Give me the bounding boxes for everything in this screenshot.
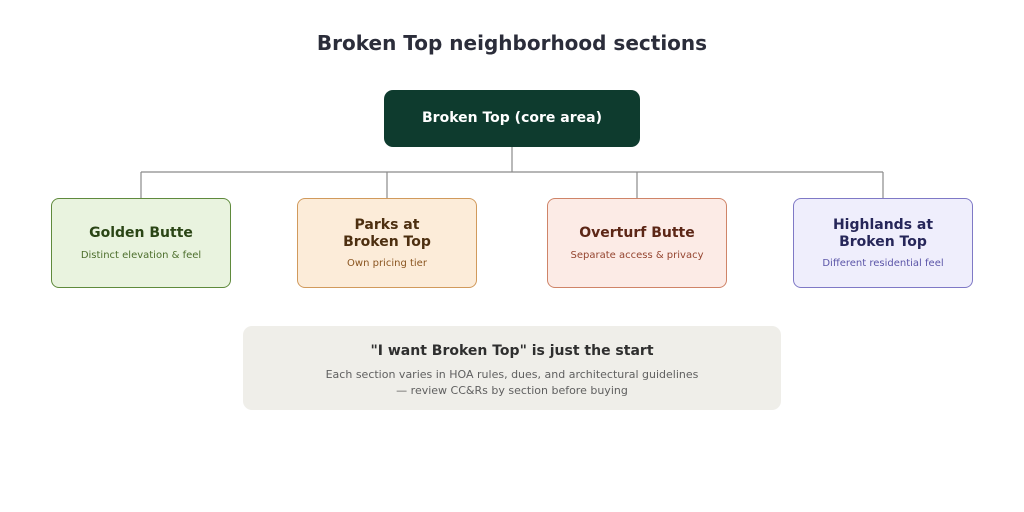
callout-body: Each section varies in HOA rules, dues, …: [243, 367, 781, 399]
section-title: Highlands at Broken Top: [833, 217, 933, 251]
section-subtitle: Separate access & privacy: [570, 250, 704, 261]
root-node-label: Broken Top (core area): [422, 110, 602, 126]
diagram-title: Broken Top neighborhood sections: [316, 31, 708, 55]
section-title: Parks at Broken Top: [343, 217, 431, 251]
section-title-line: Parks at: [354, 217, 420, 233]
section-subtitle: Own pricing tier: [347, 258, 427, 269]
section-overturf-butte: Overturf Butte Separate access & privacy: [547, 198, 727, 288]
section-subtitle: Distinct elevation & feel: [80, 250, 202, 261]
section-subtitle: Different residential feel: [822, 258, 944, 269]
section-title: Overturf Butte: [579, 225, 695, 241]
section-golden-butte: Golden Butte Distinct elevation & feel: [51, 198, 231, 288]
callout-note: "I want Broken Top" is just the start Ea…: [243, 326, 781, 410]
section-title-line: Broken Top: [343, 234, 431, 250]
section-title-line: Broken Top: [839, 234, 927, 250]
section-parks-at-broken-top: Parks at Broken Top Own pricing tier: [297, 198, 477, 288]
callout-line: Each section varies in HOA rules, dues, …: [325, 368, 699, 381]
root-node: Broken Top (core area): [384, 90, 640, 147]
callout-title: "I want Broken Top" is just the start: [370, 343, 654, 359]
callout-line: — review CC&Rs by section before buying: [396, 384, 628, 397]
section-title-line: Highlands at: [832, 217, 934, 233]
section-title: Golden Butte: [89, 225, 193, 241]
section-highlands-at-broken-top: Highlands at Broken Top Different reside…: [793, 198, 973, 288]
